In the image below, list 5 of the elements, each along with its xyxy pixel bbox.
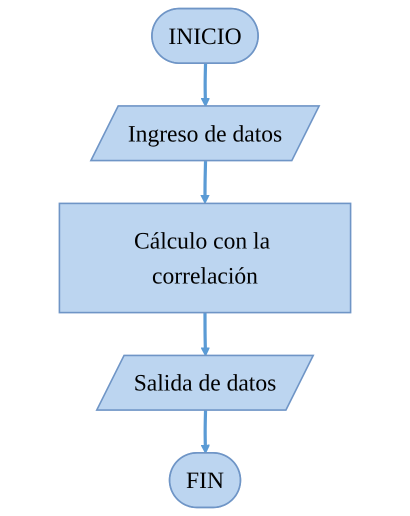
arrow <box>200 161 210 204</box>
node-box: Cálculo con la correlación <box>58 202 352 314</box>
arrow <box>200 312 210 356</box>
arrow <box>200 410 210 454</box>
arrow <box>200 64 210 107</box>
